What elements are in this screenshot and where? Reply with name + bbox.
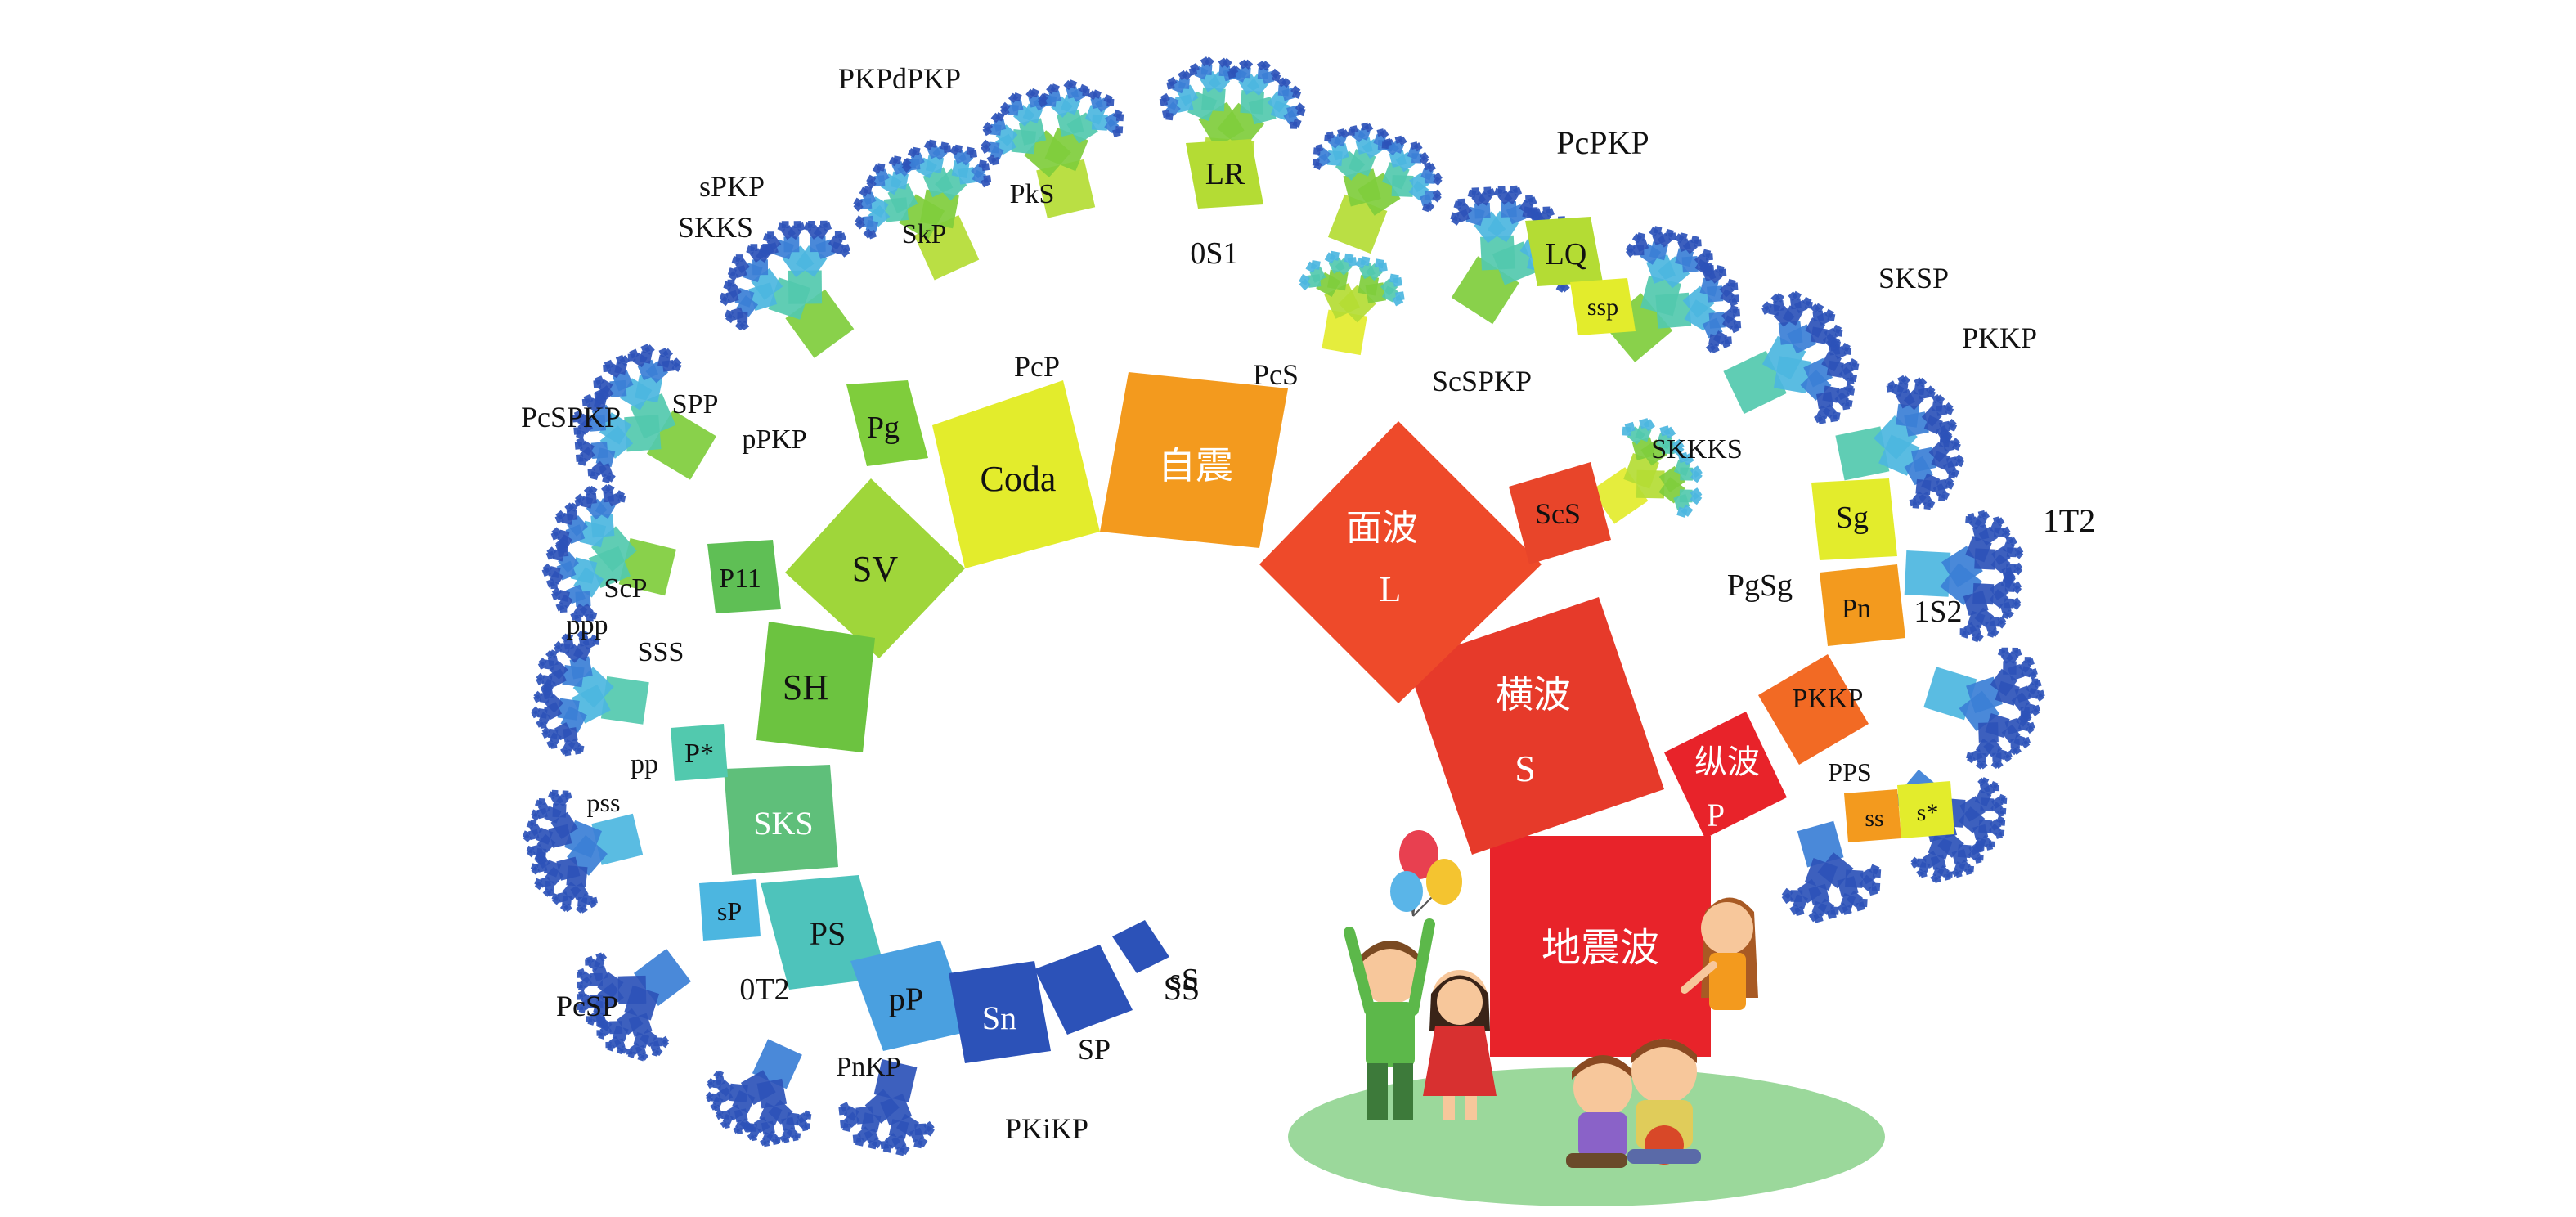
sv-label: SV xyxy=(852,549,898,589)
pkkp-square: PKKP xyxy=(1758,654,1869,765)
ssp-square: ssp xyxy=(1570,278,1636,335)
trunk-label: 地震波 xyxy=(1542,927,1659,970)
coda-label: Coda xyxy=(981,459,1057,499)
pp-small-square: pP xyxy=(850,941,973,1051)
surface-wave-label-cn: 面波 xyxy=(1346,508,1418,548)
sks-square: SKS xyxy=(724,765,838,875)
label-pcs: PcS xyxy=(1253,358,1299,391)
label-scspkp: ScSPKP xyxy=(1432,365,1532,397)
child-boy-green-icon xyxy=(1344,918,1435,1120)
pg-square: Pg xyxy=(846,380,928,466)
surface-wave-label-letter: L xyxy=(1380,569,1402,609)
leaf-labels: PKPdPKP sPKP SKKS SkP PkS 0S1 PcP PcS Sc… xyxy=(521,62,2095,1145)
balloons-icon xyxy=(1390,830,1462,917)
sp-square: sP xyxy=(699,879,761,941)
ssp-label: ssp xyxy=(1587,294,1618,321)
sg-label: Sg xyxy=(1836,501,1869,535)
sp-label: sP xyxy=(717,896,742,926)
label-skks: SKKS xyxy=(678,211,753,244)
p-wave-square: 纵波 P xyxy=(1664,712,1787,838)
sn-child-square xyxy=(1034,920,1169,1035)
natural-quake-square: 自震 xyxy=(1100,372,1288,548)
label-pss: pss xyxy=(587,788,621,817)
p-wave-label-letter: P xyxy=(1707,797,1725,833)
p11-label: P11 xyxy=(719,564,761,594)
label-ss-lower: sS xyxy=(1169,963,1199,997)
child-girl-red-icon xyxy=(1423,970,1497,1120)
sstar-square: s* xyxy=(1897,781,1954,838)
lr-square: LR xyxy=(1186,139,1263,209)
sks-label: SKS xyxy=(753,805,813,842)
pg-label: Pg xyxy=(867,411,900,445)
pstar-label: P* xyxy=(684,739,714,769)
ss-box-square: ss xyxy=(1844,789,1901,842)
trunk-square: 地震波 xyxy=(1490,836,1711,1057)
child-boy-ball-icon xyxy=(1627,1039,1701,1165)
label-sp-lower: SP xyxy=(1078,1033,1111,1066)
p-wave-label-cn: 纵波 xyxy=(1694,743,1760,780)
sh-label: SH xyxy=(783,667,828,707)
label-pgsg: PgSg xyxy=(1727,568,1793,603)
scs-square: ScS xyxy=(1509,462,1611,564)
ps-label: PS xyxy=(810,915,846,952)
child-girl-purple-icon xyxy=(1566,1055,1634,1168)
sn-label: Sn xyxy=(982,999,1016,1036)
label-pks: PkS xyxy=(1010,179,1055,209)
label-0s1: 0S1 xyxy=(1190,236,1238,271)
label-spp: SPP xyxy=(672,389,719,420)
lq-label: LQ xyxy=(1546,237,1587,272)
label-pcp: PcP xyxy=(1014,350,1060,383)
label-pp-lower: pp xyxy=(631,749,658,779)
p11-square: P11 xyxy=(707,540,781,613)
label-sss: SSS xyxy=(638,637,684,667)
pkkp-label: PKKP xyxy=(1793,684,1864,714)
sg-square: Sg xyxy=(1811,478,1897,560)
surface-wave-square: 面波 L xyxy=(1259,421,1542,703)
label-0t2: 0T2 xyxy=(739,972,789,1007)
pn-label: Pn xyxy=(1842,594,1871,624)
label-1t2: 1T2 xyxy=(2043,502,2095,539)
pp-small-label: pP xyxy=(889,981,923,1017)
label-skp: SkP xyxy=(902,219,947,249)
label-pkikp: PKiKP xyxy=(1005,1112,1088,1145)
pstar-square: P* xyxy=(671,724,728,781)
label-skkks: SKKKS xyxy=(1651,434,1742,465)
sh-square: SH xyxy=(756,622,875,752)
sv-square: SV xyxy=(785,478,965,658)
pn-square: Pn xyxy=(1820,564,1905,646)
label-ss: SS xyxy=(1164,970,1200,1007)
fractal-canopy xyxy=(522,56,2045,1156)
s-wave-label-letter: S xyxy=(1515,748,1536,789)
label-pcsp: PcSP xyxy=(556,990,618,1022)
label-ppp: ppp xyxy=(567,610,608,640)
label-1s2: 1S2 xyxy=(1914,595,1962,629)
lr-label: LR xyxy=(1205,157,1245,191)
label-spkp: sPKP xyxy=(699,170,765,203)
lq-square: LQ xyxy=(1525,217,1603,286)
s-wave-square: 横波 S xyxy=(1407,597,1664,855)
label-pkpdpkp: PKPdPKP xyxy=(838,62,961,95)
child-girl-orange-icon xyxy=(1681,897,1758,1010)
coda-square: Coda xyxy=(932,380,1100,568)
label-sksp: SKSP xyxy=(1878,262,1949,294)
scs-label: ScS xyxy=(1535,497,1581,530)
sstar-label: s* xyxy=(1917,799,1939,826)
label-pkkp-top: PKKP xyxy=(1962,321,2037,354)
label-scp: ScP xyxy=(604,573,648,604)
sn-square: Sn xyxy=(949,961,1051,1063)
natural-quake-label: 自震 xyxy=(1158,445,1233,487)
label-ppkp: pPKP xyxy=(742,424,806,455)
label-pnkp: PnKP xyxy=(836,1052,900,1082)
label-pcpkp: PcPKP xyxy=(1556,124,1649,161)
ss-box-label: ss xyxy=(1865,805,1883,832)
label-pps: PPS xyxy=(1828,757,1871,787)
s-wave-label-cn: 横波 xyxy=(1496,674,1571,716)
label-pcspkp: PcSPKP xyxy=(521,401,621,433)
